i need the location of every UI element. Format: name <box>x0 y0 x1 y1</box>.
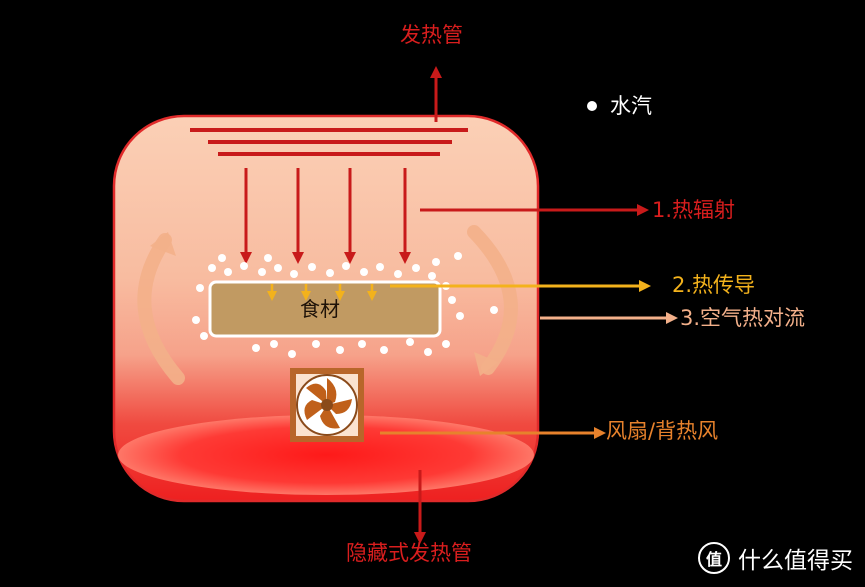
radiation-label: 1.热辐射 <box>652 198 736 222</box>
watermark: 值 什么值得买 <box>698 541 853 575</box>
convection-left-head <box>150 232 176 256</box>
hidden-heater-label: 隐藏式发热管 <box>346 541 472 565</box>
steam-particles <box>192 252 498 358</box>
radiation-arrows <box>240 168 411 264</box>
fan-icon <box>290 368 364 442</box>
bottom-heat-zone <box>118 415 534 495</box>
convection-right-head <box>474 352 498 376</box>
conduction-arrows <box>267 284 377 301</box>
steam-label: 水汽 <box>610 94 652 118</box>
convection-label: 3.空气热对流 <box>680 306 806 330</box>
watermark-badge: 值 <box>698 542 730 574</box>
top-heating-element <box>190 128 468 156</box>
food-label: 食材 <box>300 297 340 321</box>
fan-label: 风扇/背热风 <box>606 419 719 443</box>
convection-right-arc <box>467 225 518 375</box>
convection-left-arc <box>137 233 185 385</box>
bullet-icon <box>587 101 597 111</box>
top-heater-label: 发热管 <box>400 23 463 47</box>
watermark-text: 什么值得买 <box>738 548 853 574</box>
conduction-label: 2.热传导 <box>672 273 756 297</box>
